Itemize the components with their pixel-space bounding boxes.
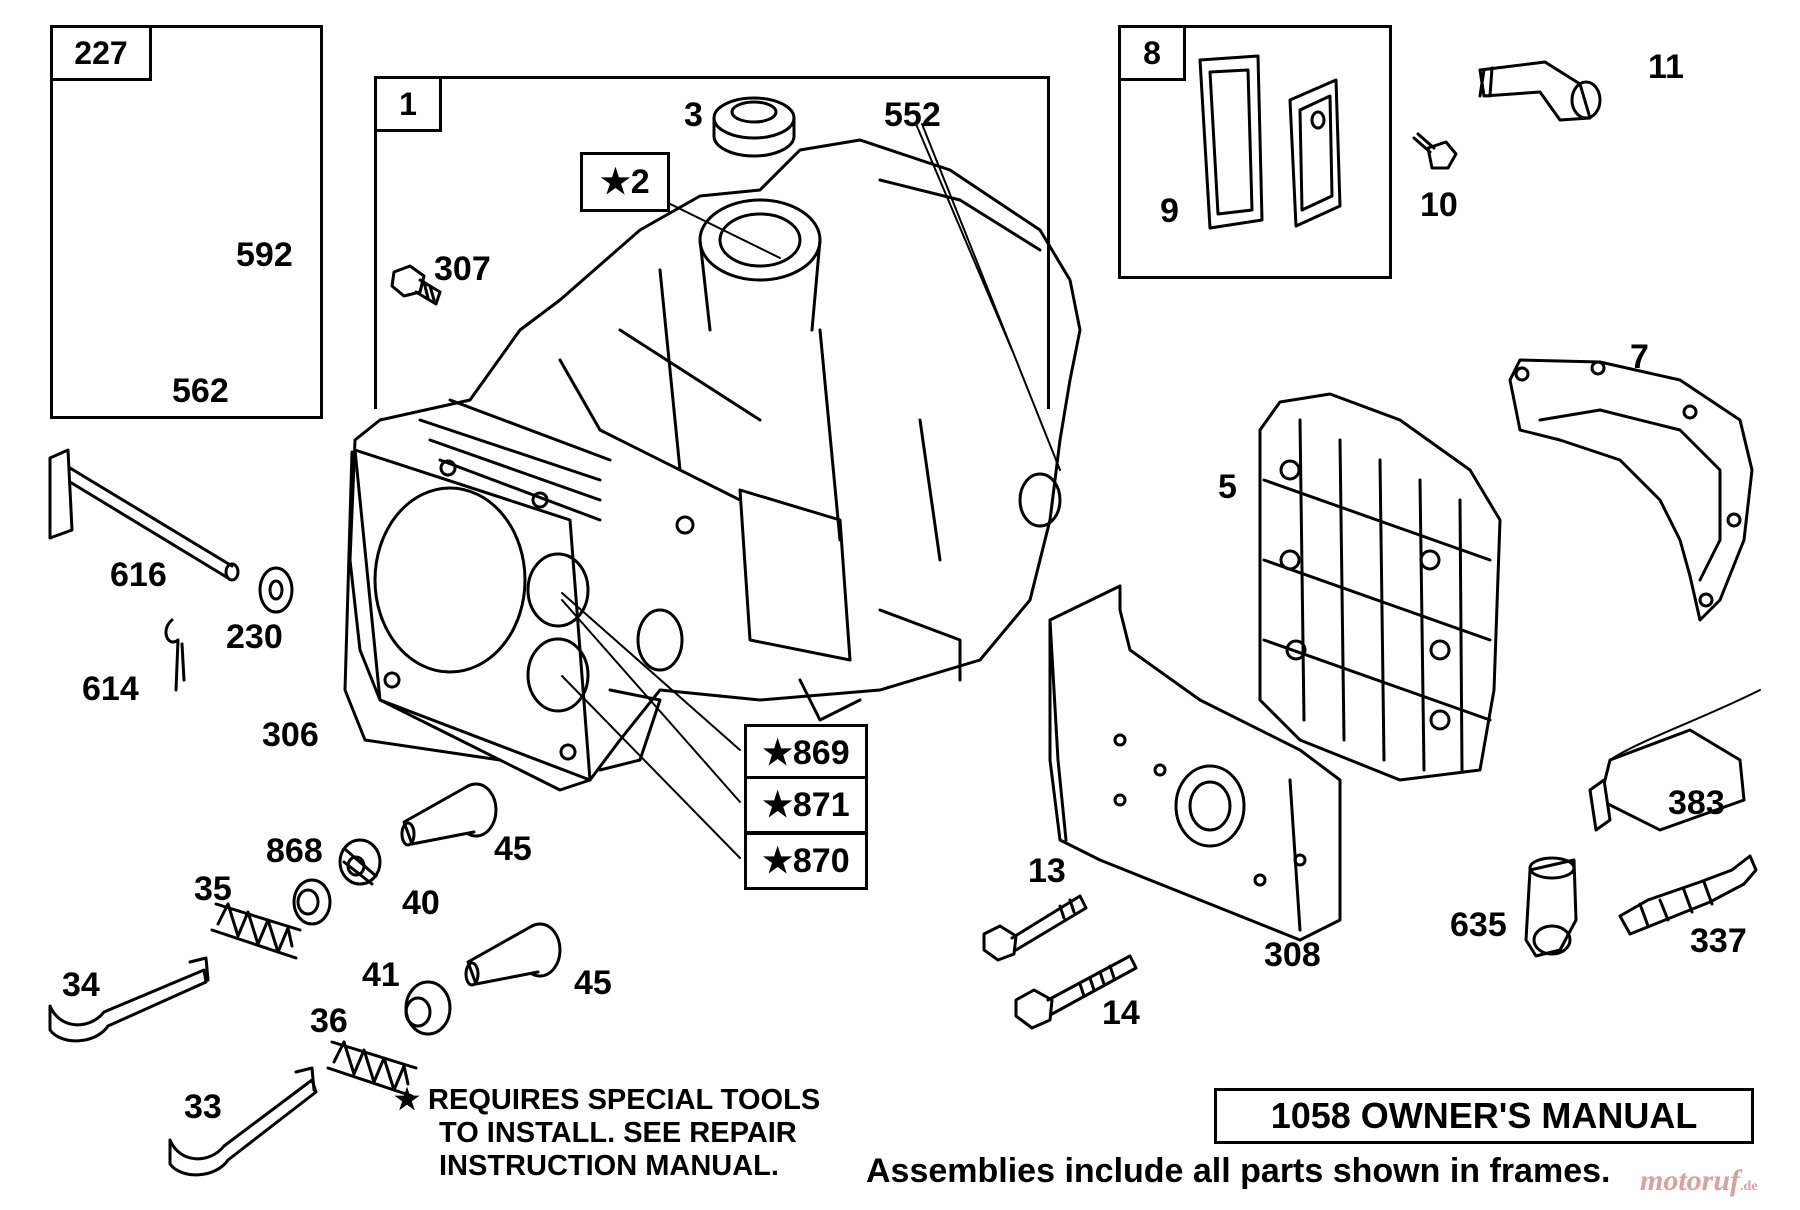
frame-8 xyxy=(1118,25,1392,279)
watermark-logo: motoruf.de xyxy=(1640,1164,1758,1198)
head-gasket-part-7 xyxy=(1508,358,1754,622)
special-tool-leaders xyxy=(561,123,1061,859)
label-614: 614 xyxy=(82,670,139,708)
bolt-part-14 xyxy=(1014,954,1138,1030)
label-11: 11 xyxy=(1648,48,1684,86)
watermark-brand: motoruf xyxy=(1640,1164,1741,1197)
special-tools-note-line-2: TO INSTALL. SEE REPAIR xyxy=(439,1117,797,1149)
spark-plug-boot-part-635 xyxy=(1524,856,1578,958)
valve-spring-part-36 xyxy=(326,1040,418,1098)
label-562: 562 xyxy=(172,372,229,410)
cylinder-head-part-5 xyxy=(1258,392,1502,782)
label-40: 40 xyxy=(402,884,440,922)
valve-seal-part-41 xyxy=(404,980,452,1036)
screw-part-10 xyxy=(1412,132,1458,170)
label-9: 9 xyxy=(1160,192,1179,230)
label-33: 33 xyxy=(184,1088,222,1126)
special-tools-note-line-1: ★ REQUIRES SPECIAL TOOLS xyxy=(394,1084,821,1116)
owners-manual-box: 1058 OWNER'S MANUAL xyxy=(1214,1088,1754,1144)
tag-star-2: ★2 xyxy=(580,152,670,212)
elbow-part-11 xyxy=(1478,60,1602,122)
label-337: 337 xyxy=(1690,922,1747,960)
oil-seal-part-3 xyxy=(712,96,796,158)
watermark-tld: .de xyxy=(1740,1179,1758,1194)
special-tools-note-line-3: INSTRUCTION MANUAL. xyxy=(439,1150,779,1182)
label-5: 5 xyxy=(1218,468,1237,506)
air-guide-part-306 xyxy=(343,450,502,762)
label-868: 868 xyxy=(266,832,323,870)
label-10: 10 xyxy=(1420,186,1458,224)
label-45-upper: 45 xyxy=(494,830,532,868)
label-308: 308 xyxy=(1264,936,1321,974)
label-383: 383 xyxy=(1668,784,1725,822)
label-7: 7 xyxy=(1630,338,1649,376)
label-306: 306 xyxy=(262,716,319,754)
baffle-part-308 xyxy=(1048,584,1342,942)
gasket-part-9 xyxy=(1198,54,1264,230)
label-45-lower: 45 xyxy=(574,964,612,1002)
label-230: 230 xyxy=(226,618,283,656)
hairpin-clip-part-614 xyxy=(164,618,186,692)
valve-part-33 xyxy=(168,1066,318,1177)
breather-part-8 xyxy=(1288,78,1342,228)
tag-star-870: ★870 xyxy=(744,832,868,890)
label-34: 34 xyxy=(62,966,100,1004)
governor-shaft-part-616 xyxy=(48,448,240,582)
label-592: 592 xyxy=(236,236,293,274)
label-41: 41 xyxy=(362,956,400,994)
assemblies-note: Assemblies include all parts shown in fr… xyxy=(866,1152,1611,1190)
valve-part-34 xyxy=(48,956,210,1043)
tag-star-869: ★869 xyxy=(744,724,868,782)
special-tools-note: ★ REQUIRES SPECIAL TOOLS TO INSTALL. SEE… xyxy=(394,1084,820,1183)
label-36: 36 xyxy=(310,1002,348,1040)
bolt-part-13 xyxy=(982,894,1088,962)
label-3: 3 xyxy=(684,96,703,134)
valve-tappet-part-45-lower xyxy=(464,922,562,987)
label-552: 552 xyxy=(884,96,941,134)
label-307: 307 xyxy=(434,250,491,288)
valve-seal-part-40 xyxy=(338,838,382,886)
crankcase-part-1 xyxy=(348,138,1082,792)
frame-1-tag: 1 xyxy=(374,76,442,132)
valve-retainer-part-868 xyxy=(292,878,332,926)
label-635: 635 xyxy=(1450,906,1507,944)
frame-227-tag: 227 xyxy=(50,25,152,81)
frame-1 xyxy=(374,76,1050,409)
frame-227 xyxy=(50,25,323,419)
tag-star-871: ★871 xyxy=(744,776,868,834)
valve-spring-part-35 xyxy=(210,902,302,960)
frame-8-tag: 8 xyxy=(1118,25,1186,81)
label-35: 35 xyxy=(194,870,232,908)
bolt-part-307 xyxy=(390,264,442,306)
washer-part-230 xyxy=(258,566,294,614)
spark-plug-part-337 xyxy=(1618,854,1758,936)
connector-part-383 xyxy=(1588,689,1761,832)
valve-tappet-part-45-upper xyxy=(400,782,498,847)
label-14: 14 xyxy=(1102,994,1140,1032)
label-616: 616 xyxy=(110,556,167,594)
label-13: 13 xyxy=(1028,852,1066,890)
